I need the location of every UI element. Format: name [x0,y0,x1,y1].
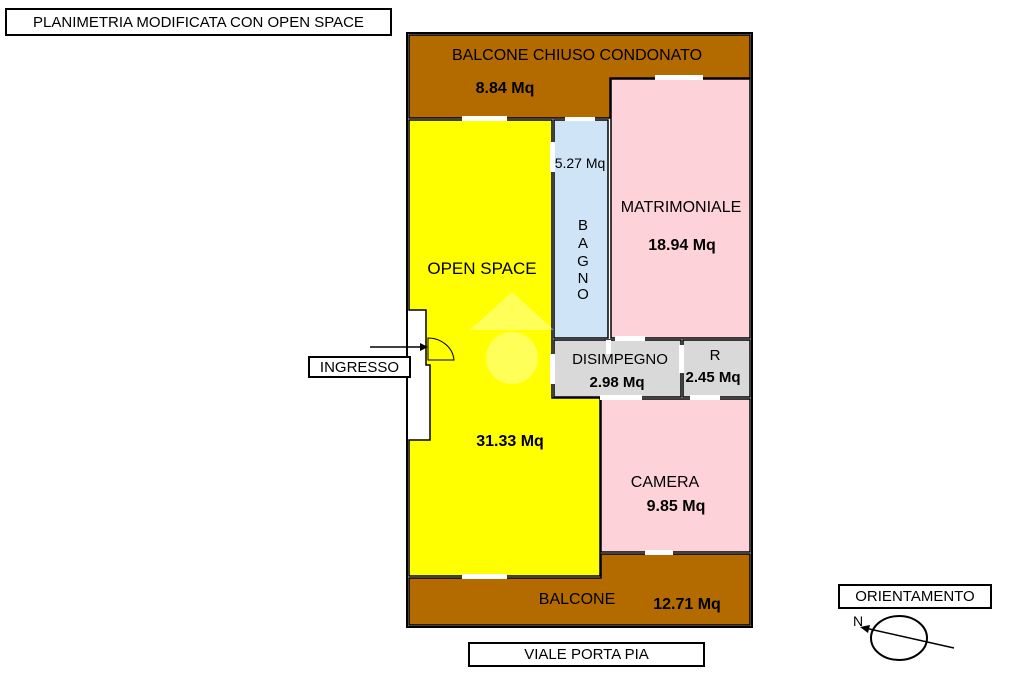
disimpegno-area: 2.98 Mq [589,374,644,391]
plan-title: PLANIMETRIA MODIFICATA CON OPEN SPACE [5,8,392,36]
entrance-door-swing [427,337,455,361]
balcone-chiuso-area: 8.84 Mq [476,80,535,97]
bagno-letter-4: N [578,270,589,287]
matrimoniale-area: 18.94 Mq [648,237,716,254]
compass-north-label: N [853,613,863,629]
room-bagno [553,119,609,339]
room-camera [600,398,751,553]
room-ripostiglio [682,339,751,398]
entrance-label: INGRESSO [308,356,411,378]
ripostiglio-area: 2.45 Mq [685,369,740,386]
room-disimpegno [553,339,682,398]
camera-name: CAMERA [631,474,700,491]
open-space-area: 31.33 Mq [476,433,544,450]
camera-area: 9.85 Mq [647,498,706,515]
bagno-area: 5.27 Mq [555,155,606,171]
open-space-name: OPEN SPACE [427,259,536,278]
room-balcone-chiuso [408,34,751,119]
openings [462,75,720,579]
compass-icon [860,615,955,661]
room-matrimoniale [610,78,751,339]
matrimoniale-name: MATRIMONIALE [621,199,742,216]
bagno-letter-5: O [577,286,589,303]
room-open-space [408,119,601,577]
bagno-letter-2: A [578,235,588,252]
entrance-arrow-icon [370,343,428,351]
balcone-name: BALCONE [539,591,615,608]
bagno-letter-3: G [577,253,589,270]
bagno-letter-1: B [578,217,588,234]
orientation-label: ORIENTAMENTO [838,584,992,609]
balcone-area: 12.71 Mq [653,596,721,613]
balcone-chiuso-name: BALCONE CHIUSO CONDONATO [452,47,702,64]
watermark-logo [470,292,554,384]
room-balcone [408,553,751,626]
ripostiglio-name: R [710,347,721,364]
street-label: VIALE PORTA PIA [468,642,705,667]
disimpegno-name: DISIMPEGNO [572,351,668,368]
